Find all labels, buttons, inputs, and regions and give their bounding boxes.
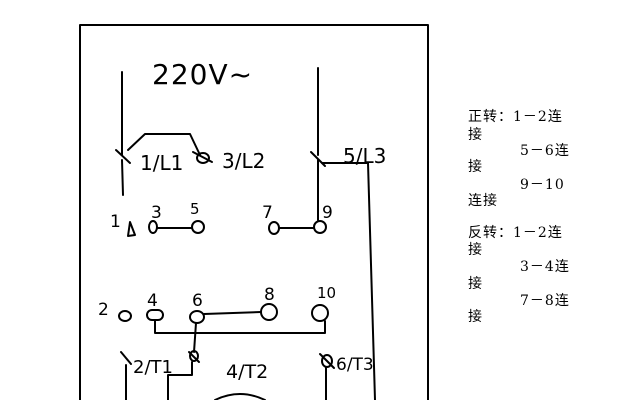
drop-6 — [193, 322, 197, 353]
label-n1: 1 — [110, 212, 121, 232]
note-forward-9-10-cont: 连接 — [468, 193, 498, 209]
note-reverse-1-2: 反转：1－2连 — [468, 225, 563, 241]
label-5l3: 5/L3 — [343, 144, 386, 168]
label-6t3: 6/T3 — [336, 355, 374, 375]
label-3l2: 3/L2 — [222, 149, 265, 173]
switch-x-2t1 — [120, 351, 132, 365]
note-reverse-7-8: 7－8连 — [520, 293, 570, 309]
note-forward-1-2-cont: 接 — [468, 127, 483, 143]
switch-x-1l1 — [115, 149, 131, 164]
lead-5l3 — [321, 162, 376, 400]
terminal-6 — [189, 310, 205, 324]
contact-3l2 — [196, 152, 210, 164]
label-n7: 7 — [262, 203, 273, 223]
label-n4: 4 — [147, 291, 158, 311]
lead-4t2 — [167, 361, 193, 400]
motor-arc — [214, 393, 266, 400]
label-4t2: 4/T2 — [226, 361, 268, 383]
frame-border — [79, 24, 429, 400]
supply-label: 220V~ — [152, 58, 253, 91]
note-forward-9-10: 9－10 — [520, 177, 565, 193]
note-forward-5-6-cont: 接 — [468, 159, 483, 175]
terminal-4 — [146, 309, 164, 321]
terminal-5 — [191, 220, 205, 234]
label-n9: 9 — [322, 203, 333, 223]
label-n6: 6 — [192, 291, 203, 311]
terminal-8 — [260, 303, 278, 321]
label-n5: 5 — [190, 200, 200, 218]
note-forward-1-2: 正转：1－2连 — [468, 109, 563, 125]
label-n2: 2 — [98, 300, 109, 320]
link-4-6 — [154, 319, 326, 334]
note-reverse-1-2-cont: 接 — [468, 242, 483, 258]
label-1l1: 1/L1 — [140, 151, 183, 175]
label-n10: 10 — [317, 284, 336, 302]
label-n3: 3 — [151, 203, 162, 223]
label-2t1: 2/T1 — [133, 357, 173, 378]
label-n8: 8 — [264, 285, 275, 305]
terminal-1 — [127, 221, 136, 237]
note-forward-5-6: 5－6连 — [520, 143, 570, 159]
terminal-2 — [118, 310, 132, 322]
note-reverse-3-4-cont: 接 — [468, 276, 483, 292]
terminal-10 — [311, 304, 329, 322]
terminal-7 — [268, 221, 280, 235]
link-6-8 — [203, 311, 262, 315]
note-reverse-3-4: 3－4连 — [520, 259, 570, 275]
bridge-1l1-3l2 — [127, 133, 201, 156]
note-reverse-7-8-cont: 接 — [468, 309, 483, 325]
drop-1l1 — [121, 159, 124, 196]
